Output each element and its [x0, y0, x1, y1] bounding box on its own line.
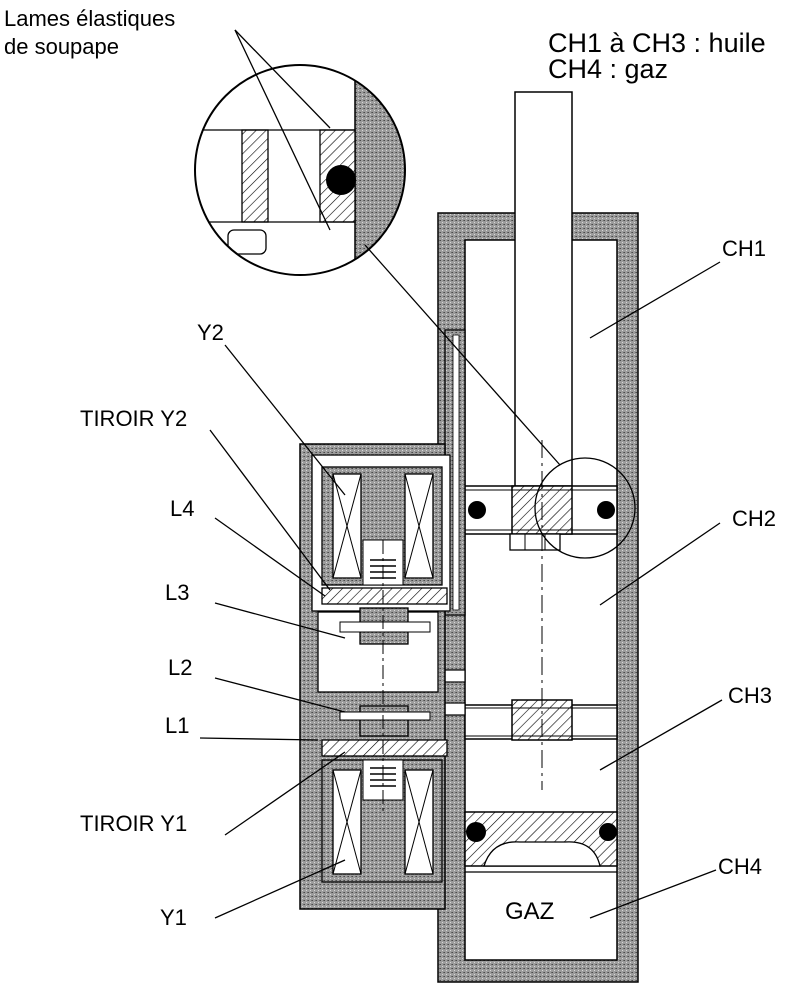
callout-label-line1: Lames élastiques [4, 6, 176, 31]
label-ch4: CH4 [718, 854, 763, 879]
label-tiroir-y2: TIROIR Y2 [80, 406, 188, 431]
lower-piston [464, 699, 618, 741]
upper-piston [464, 485, 618, 551]
label-l4: L4 [170, 496, 195, 521]
label-y1: Y1 [160, 905, 187, 930]
label-l1: L1 [165, 713, 190, 738]
piston-rod [514, 91, 573, 489]
leader-lines [199, 29, 723, 919]
label-ch3: CH3 [728, 683, 773, 708]
callout-label-line2: de soupape [4, 34, 119, 59]
label-gaz: GAZ [505, 898, 555, 925]
legend-oil: CH1 à CH3 : huile [548, 28, 766, 58]
label-ch1: CH1 [722, 236, 767, 261]
valve-block [299, 443, 451, 910]
floating-piston [464, 811, 618, 873]
zoom-callout [194, 64, 406, 276]
legend-gas: CH4 : gaz [548, 54, 669, 84]
label-l3: L3 [165, 580, 190, 605]
label-tiroir-y1: TIROIR Y1 [80, 811, 188, 836]
label-l2: L2 [168, 655, 193, 680]
label-y2: Y2 [197, 320, 224, 345]
detail-marker-circle [534, 457, 636, 559]
label-ch2: CH2 [732, 506, 777, 531]
